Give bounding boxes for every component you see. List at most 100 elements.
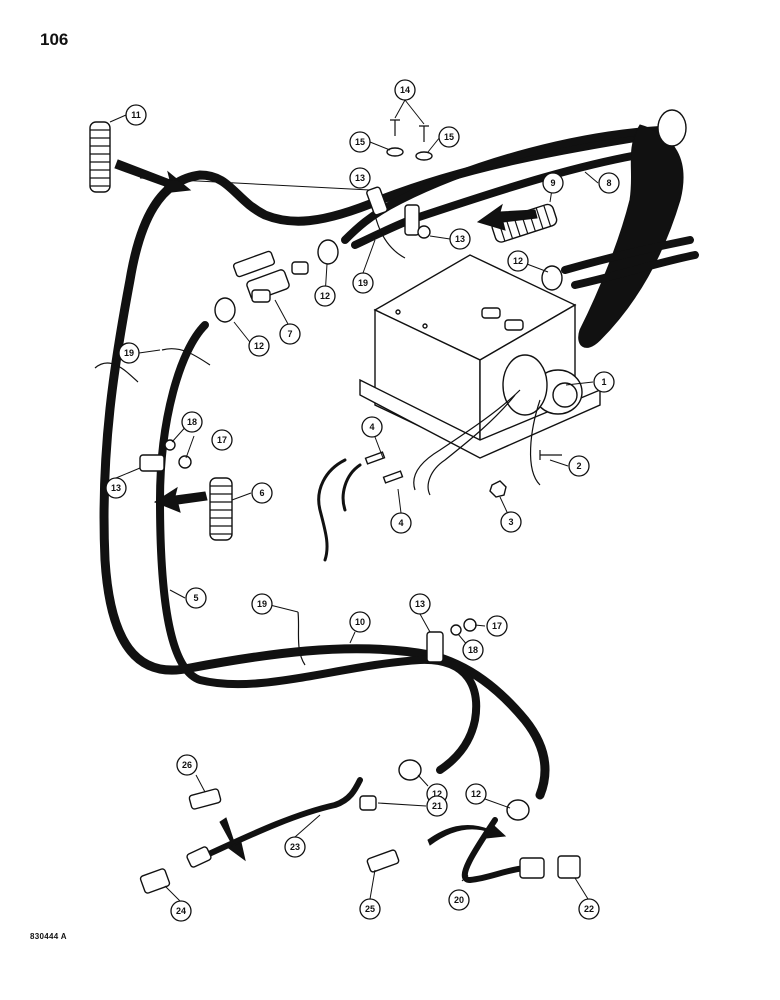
svg-text:26: 26 — [182, 760, 192, 770]
callout-13a: 13 — [349, 167, 371, 189]
spring-guard-6 — [209, 477, 233, 541]
svg-text:13: 13 — [355, 173, 365, 183]
spring-guard-11 — [89, 121, 111, 193]
svg-text:2: 2 — [576, 461, 581, 471]
callout-14: 14 — [394, 79, 416, 101]
svg-text:23: 23 — [290, 842, 300, 852]
svg-text:17: 17 — [492, 621, 502, 631]
fitting-26 — [188, 788, 222, 810]
callout-17b: 17 — [486, 615, 508, 637]
callout-5: 5 — [185, 587, 207, 609]
svg-text:10: 10 — [355, 617, 365, 627]
callout-12a: 12 — [314, 285, 336, 307]
callout-18b: 18 — [462, 639, 484, 661]
svg-text:18: 18 — [187, 417, 197, 427]
arrow-9 — [476, 203, 538, 231]
washer-15a — [386, 147, 404, 157]
callout-11: 11 — [125, 104, 147, 126]
callout-4b: 4 — [390, 512, 412, 534]
callout-22: 22 — [578, 898, 600, 920]
callout-1: 1 — [593, 371, 615, 393]
bolt-2 — [539, 450, 562, 460]
screw-14b — [419, 125, 429, 142]
svg-text:14: 14 — [400, 85, 410, 95]
callout-6: 6 — [251, 482, 273, 504]
svg-text:12: 12 — [254, 341, 264, 351]
hardware — [89, 109, 687, 894]
washer-18b — [450, 624, 462, 636]
leader-lines — [109, 99, 599, 902]
strap-19a — [374, 214, 406, 259]
hose-clamp-12c — [541, 265, 563, 291]
svg-text:11: 11 — [131, 110, 141, 120]
hose-assembly — [99, 124, 699, 800]
svg-text:15: 15 — [355, 137, 365, 147]
callout-17a: 17 — [211, 429, 233, 451]
arrow-6 — [153, 486, 208, 513]
callout-3: 3 — [500, 511, 522, 533]
strap-19d — [297, 611, 306, 666]
svg-text:15: 15 — [444, 132, 454, 142]
callout-24: 24 — [170, 900, 192, 922]
page-number: 106 — [40, 30, 69, 49]
svg-text:3: 3 — [508, 517, 513, 527]
callout-4a: 4 — [361, 416, 383, 438]
callout-15a: 15 — [349, 131, 371, 153]
callout-26: 26 — [176, 754, 198, 776]
svg-text:12: 12 — [432, 789, 442, 799]
svg-text:13: 13 — [111, 483, 121, 493]
svg-text:9: 9 — [550, 178, 555, 188]
callout-19c: 19 — [251, 593, 273, 615]
svg-text:13: 13 — [415, 599, 425, 609]
svg-text:18: 18 — [468, 645, 478, 655]
fitting-24 — [139, 868, 171, 894]
bracket-13c — [139, 454, 165, 472]
hose-clamp-12d — [398, 759, 422, 781]
svg-text:19: 19 — [124, 348, 134, 358]
svg-text:25: 25 — [365, 904, 375, 914]
hose-clamp-12a — [317, 239, 339, 265]
svg-text:24: 24 — [176, 906, 186, 916]
callout-7: 7 — [279, 323, 301, 345]
hose-8 — [341, 126, 664, 244]
svg-text:7: 7 — [287, 329, 292, 339]
svg-text:8: 8 — [606, 178, 611, 188]
hose-clamp-12e — [506, 799, 530, 821]
fitting-22 — [557, 855, 581, 879]
callout-20: 20 — [448, 889, 470, 911]
svg-text:5: 5 — [193, 593, 198, 603]
callout-13d: 13 — [409, 593, 431, 615]
washer-15b — [415, 151, 433, 161]
nut-3 — [489, 480, 507, 498]
callout-13c: 13 — [105, 477, 127, 499]
hose-clamp-top — [657, 109, 687, 147]
svg-text:12: 12 — [513, 256, 523, 266]
heater-outlet-hose — [578, 124, 684, 348]
arrow-11 — [114, 159, 192, 194]
bracket-13a — [366, 186, 388, 216]
callout-12c: 12 — [507, 250, 529, 272]
callout-13b: 13 — [449, 228, 471, 250]
svg-text:4: 4 — [398, 518, 403, 528]
nut-17a — [178, 455, 192, 469]
svg-text:13: 13 — [455, 234, 465, 244]
callout-15b: 15 — [438, 126, 460, 148]
svg-text:22: 22 — [584, 904, 594, 914]
callout-8: 8 — [598, 172, 620, 194]
fitting-25 — [366, 849, 400, 873]
svg-text:1: 1 — [601, 377, 606, 387]
figure-id: 830444 A — [30, 932, 67, 941]
nut-17b — [463, 618, 477, 632]
callout-12b: 12 — [248, 335, 270, 357]
water-valve-7 — [232, 250, 309, 303]
callout-19a: 19 — [118, 342, 140, 364]
wire-harness — [317, 451, 404, 562]
strap-19b — [94, 362, 139, 383]
strap-19c — [161, 348, 211, 366]
bracket-13d — [426, 631, 444, 663]
callout-21: 21 — [426, 795, 448, 817]
callout-19b: 19 — [352, 272, 374, 294]
washer-18a — [164, 439, 176, 451]
svg-text:12: 12 — [320, 291, 330, 301]
